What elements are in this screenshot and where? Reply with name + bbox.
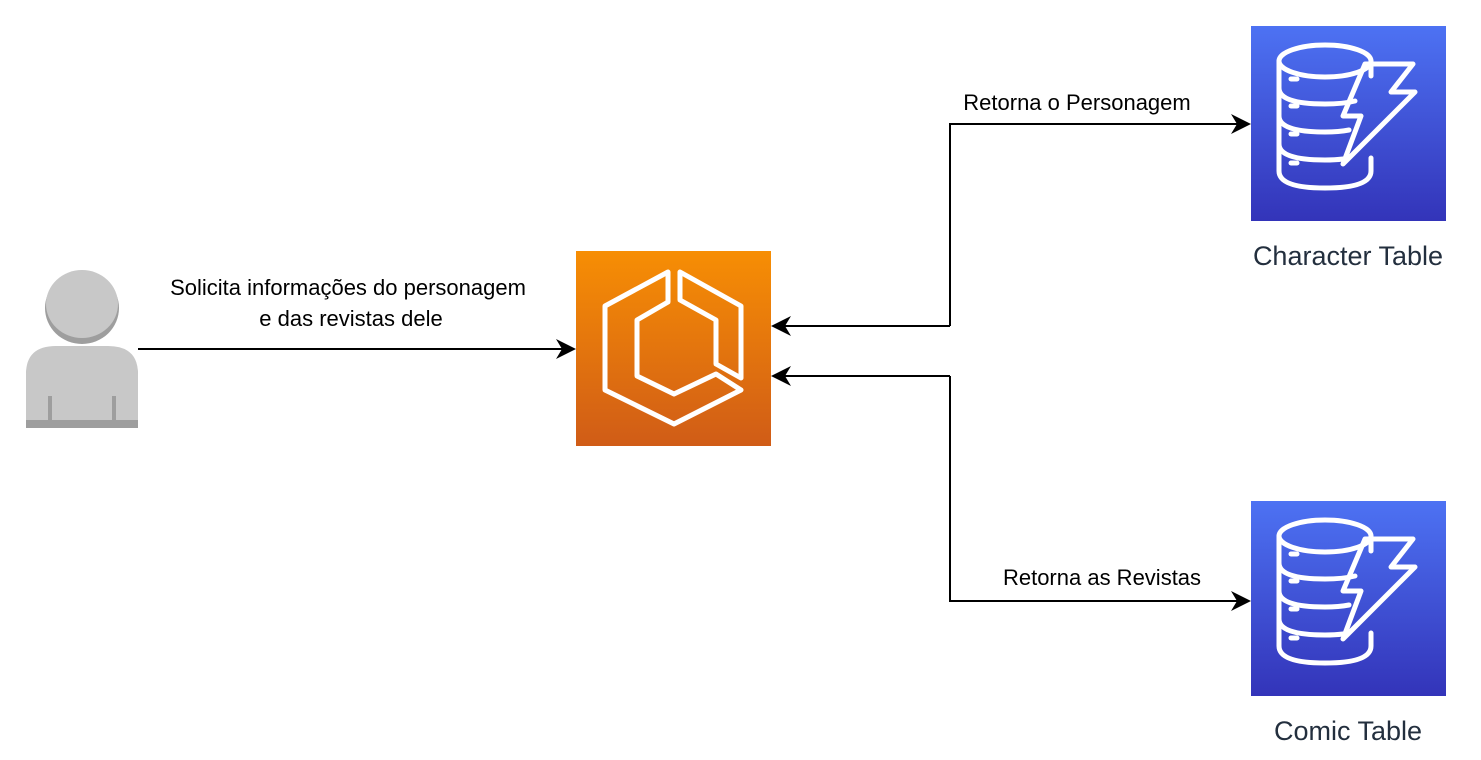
edge-character-return-label: Retorna o Personagem xyxy=(963,90,1190,115)
dynamodb-icon xyxy=(1276,517,1418,666)
dynamodb-icon xyxy=(1276,42,1418,191)
edge-user-to-service-label-line1: Solicita informações do personagem xyxy=(170,275,526,300)
character-table-label: Character Table xyxy=(1253,241,1443,271)
comic-table-label: Comic Table xyxy=(1274,716,1422,746)
edge-comic-return-label: Retorna as Revistas xyxy=(1003,565,1201,590)
compute-service-node[interactable] xyxy=(576,251,771,446)
edge-service-to-comic xyxy=(949,376,1251,611)
edge-service-to-character xyxy=(949,114,1251,326)
user-icon xyxy=(26,270,138,428)
aws-compute-service-icon xyxy=(602,269,744,427)
comic-table-node[interactable] xyxy=(1251,501,1446,696)
character-table-node[interactable] xyxy=(1251,26,1446,221)
edge-user-to-service-label-line2: e das revistas dele xyxy=(259,306,442,331)
